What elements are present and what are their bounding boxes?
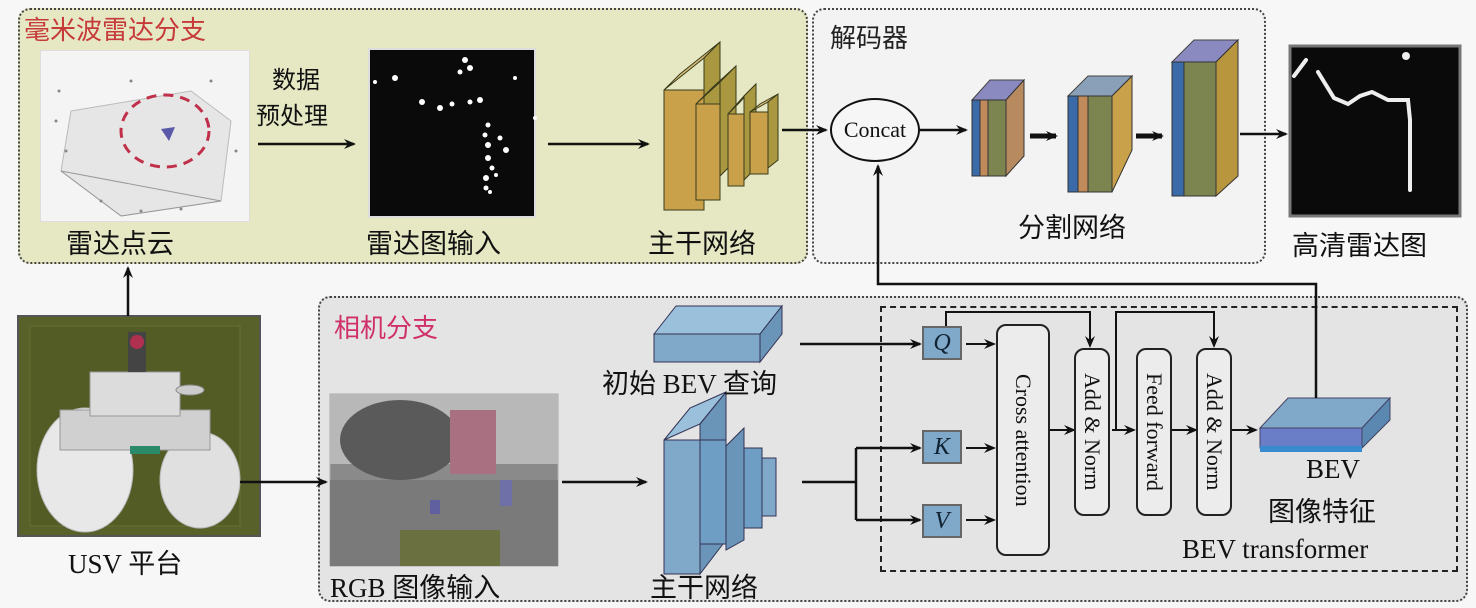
camera-backbone-icon: [663, 390, 777, 576]
feed-forward-label: Feed forward: [1142, 373, 1167, 491]
segmentation-block-2: [1066, 74, 1134, 193]
v-box: V: [922, 504, 962, 538]
segmentation-block-3: [1170, 38, 1240, 198]
radar-backbone-icon: [663, 40, 779, 211]
k-label: K: [933, 433, 950, 460]
q-box: Q: [922, 326, 962, 360]
point-cloud-label: 雷达点云: [66, 229, 174, 259]
bev-feature-label-line2: 图像特征: [1268, 497, 1376, 527]
residual-arrow-1: [945, 311, 1095, 348]
bev-feature-icon: [1258, 396, 1392, 452]
bev-query-icon: [652, 304, 784, 364]
hd-radar-map-label: 高清雷达图: [1292, 231, 1427, 261]
bev-query-label: 初始 BEV 查询: [602, 369, 778, 399]
bev-transformer-title: BEV transformer: [1182, 534, 1369, 564]
add-norm-label-2: Add & Norm: [1202, 373, 1227, 491]
add-norm-block-1: Add & Norm: [1074, 348, 1110, 516]
radar-branch-title: 毫米波雷达分支: [24, 16, 207, 45]
add-norm-label-1: Add & Norm: [1080, 373, 1105, 491]
add-norm-block-2: Add & Norm: [1196, 348, 1232, 516]
q-label: Q: [933, 329, 951, 356]
radar-point-cloud-image: [40, 50, 250, 222]
cross-attention-block: Cross attention: [996, 324, 1050, 556]
decoder-title: 解码器: [830, 24, 909, 53]
point-cloud-graphic: [54, 79, 238, 217]
camera-branch-title: 相机分支: [334, 314, 439, 343]
k-box: K: [922, 430, 962, 464]
camera-backbone-label: 主干网络: [650, 573, 758, 603]
usv-platform-label: USV 平台: [68, 549, 183, 579]
rgb-input-label: RGB 图像输入: [330, 573, 501, 603]
radar-image-graphic: [373, 57, 537, 194]
bev-feature-to-concat-arrow: [873, 164, 1318, 398]
radar-image-label: 雷达图输入: [366, 229, 501, 259]
preprocess-label-line2: 预处理: [256, 104, 328, 130]
preprocess-label-line1: 数据: [272, 68, 320, 94]
v-label: V: [934, 507, 950, 534]
residual-arrow-2: [1115, 311, 1219, 430]
bev-feature-label-line1: BEV: [1306, 454, 1360, 484]
feed-forward-block: Feed forward: [1136, 348, 1172, 516]
radar-image-input: [368, 48, 537, 218]
cross-attention-label: Cross attention: [1011, 373, 1036, 507]
bev-transformer-panel: [880, 306, 1458, 572]
concat-node: Concat: [830, 98, 920, 162]
hd-radar-map-output: [1288, 44, 1462, 218]
radar-backbone-label: 主干网络: [648, 229, 756, 259]
rgb-image-input: [329, 393, 559, 567]
segmentation-network-label: 分割网络: [1018, 213, 1126, 243]
segmentation-block-1: [970, 78, 1026, 178]
usv-platform-image: [17, 315, 261, 537]
